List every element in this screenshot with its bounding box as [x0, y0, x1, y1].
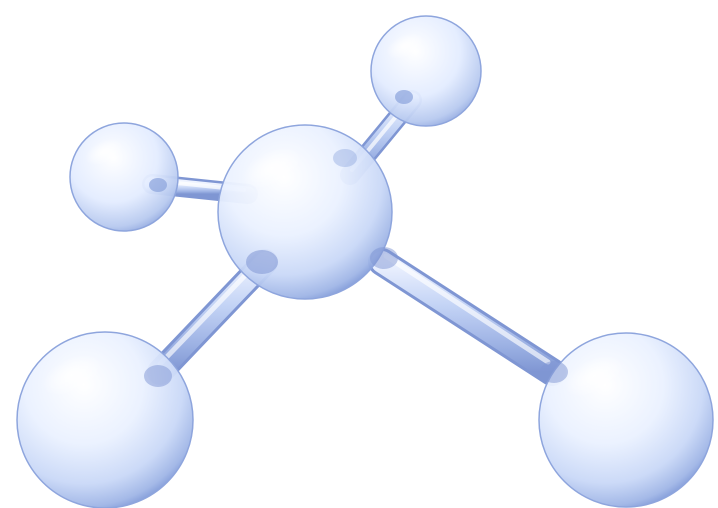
atom-large-lower-right	[538, 332, 714, 508]
atom-center	[217, 124, 398, 300]
bond-lower-right	[368, 248, 566, 386]
atom-small-upper-right	[370, 15, 482, 127]
atom-large-lower-left	[16, 331, 194, 508]
bond-lower-left	[147, 249, 278, 385]
atom-small-upper-left	[69, 122, 179, 232]
